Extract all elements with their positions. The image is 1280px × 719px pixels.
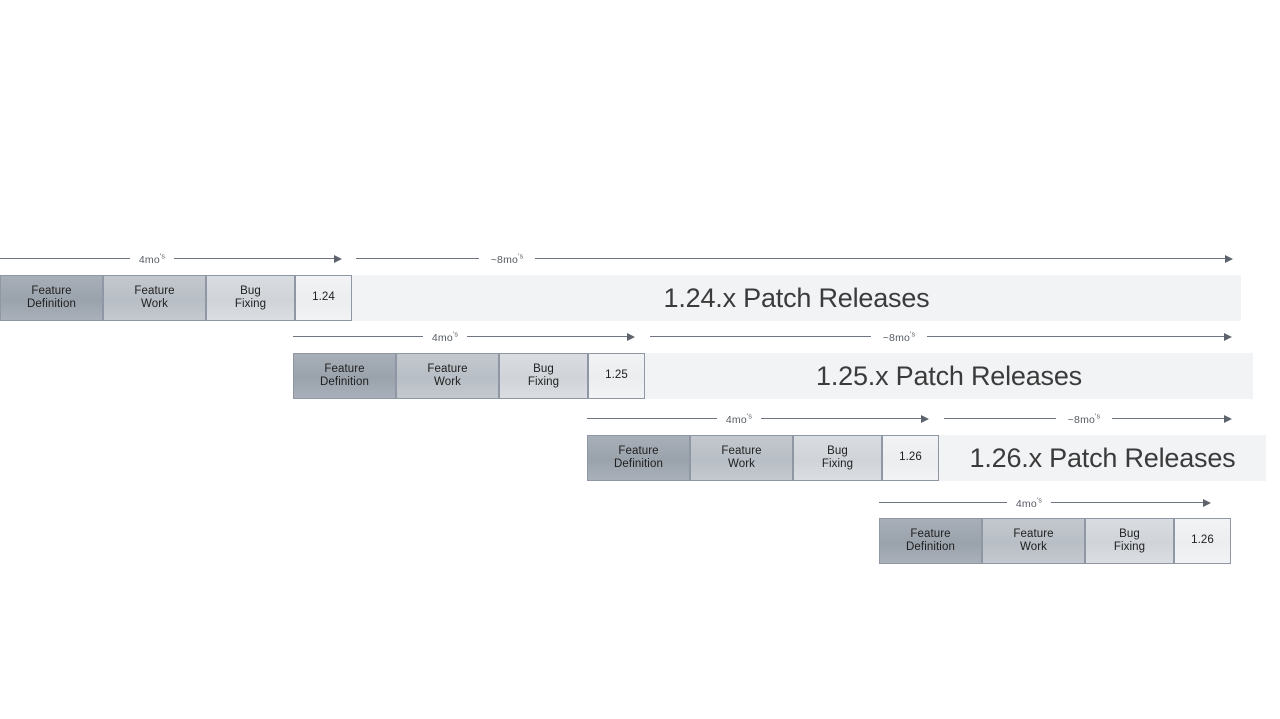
patch-duration-label: ~8mo's <box>882 331 916 345</box>
arrow-head-icon <box>1203 498 1211 507</box>
patch-duration-measure: ~8mo's <box>944 409 1232 429</box>
feature-definition-text: Feature <box>31 284 72 297</box>
version-tag-box[interactable]: 1.26 <box>1174 518 1231 564</box>
feature-work-text: Work <box>727 458 756 470</box>
feature-definition-text: Feature <box>324 362 365 375</box>
arrow-head-icon <box>1224 414 1232 423</box>
dev-duration-label: 4mo's <box>725 413 753 427</box>
version-tag-text: 1.26 <box>1191 534 1214 547</box>
feature-work-text: Feature <box>427 362 468 375</box>
patch-release-label: 1.26.x Patch Releases <box>969 443 1236 473</box>
dev-duration-label: 4mo's <box>431 331 459 345</box>
measure-line-left <box>356 258 479 259</box>
version-tag-box[interactable]: 1.26 <box>882 435 939 481</box>
bug-fixing-text: Bug <box>827 444 848 457</box>
feature-definition-text: Feature <box>910 527 951 540</box>
measure-line-right <box>1112 418 1224 419</box>
feature-definition-text: Definition <box>906 541 955 553</box>
bug-fixing-text: Bug <box>1119 527 1140 540</box>
measure-group: 4mo's ~8mo's <box>0 327 1280 347</box>
feature-work-text: Work <box>140 298 169 310</box>
bug-fixing-text: Fixing <box>821 458 854 470</box>
measure-line-left <box>587 418 717 419</box>
bug-fixing-text: Bug <box>533 362 554 375</box>
version-tag-text: 1.24 <box>312 291 335 304</box>
measure-line-right <box>467 336 627 337</box>
feature-definition-text: Definition <box>614 458 663 470</box>
arrow-head-icon <box>921 414 929 423</box>
measure-line-right <box>1051 502 1203 503</box>
measure-line-right <box>761 418 921 419</box>
feature-definition-text: Definition <box>320 376 369 388</box>
feature-work-text: Work <box>433 376 462 388</box>
patch-duration-label: ~8mo's <box>490 253 524 267</box>
bug-fixing-text: Fixing <box>527 376 560 388</box>
measure-line-left <box>0 258 130 259</box>
bug-fixing-text: Bug <box>240 284 261 297</box>
measure-group: 4mo's ~8mo's <box>0 409 1280 429</box>
arrow-head-icon <box>627 332 635 341</box>
feature-work-text: Work <box>1019 541 1048 553</box>
version-tag-text: 1.26 <box>899 451 922 464</box>
feature-definition-text: Feature <box>618 444 659 457</box>
dev-duration-measure: 4mo's <box>293 327 635 347</box>
patch-duration-measure: ~8mo's <box>356 249 1233 269</box>
dev-duration-label: 4mo's <box>138 253 166 267</box>
dev-duration-label: 4mo's <box>1015 497 1043 511</box>
measure-group: 4mo's ~8mo's <box>0 249 1280 269</box>
version-tag-box[interactable]: 1.25 <box>588 353 645 399</box>
feature-work-text: Feature <box>134 284 175 297</box>
patch-duration-label: ~8mo's <box>1067 413 1101 427</box>
feature-definition-text: Definition <box>27 298 76 310</box>
dev-duration-measure: 4mo's <box>0 249 342 269</box>
arrow-head-icon <box>334 254 342 263</box>
measure-line-right <box>174 258 334 259</box>
measure-line-left <box>650 336 871 337</box>
patch-release-label: 1.24.x Patch Releases <box>663 283 930 313</box>
measure-line-right <box>927 336 1224 337</box>
feature-work-text: Feature <box>1013 527 1054 540</box>
patch-release-label: 1.25.x Patch Releases <box>816 361 1082 391</box>
bug-fixing-text: Fixing <box>234 298 267 310</box>
feature-work-text: Feature <box>721 444 762 457</box>
bug-fixing-text: Fixing <box>1113 541 1146 553</box>
measure-line-right <box>535 258 1225 259</box>
version-tag-text: 1.25 <box>605 369 628 382</box>
dev-duration-measure: 4mo's <box>587 409 929 429</box>
measure-group: 4mo's <box>0 493 1280 513</box>
patch-duration-measure: ~8mo's <box>650 327 1232 347</box>
measure-line-left <box>293 336 423 337</box>
version-tag-box[interactable]: 1.24 <box>295 275 352 321</box>
measure-line-left <box>879 502 1007 503</box>
arrow-head-icon <box>1225 254 1233 263</box>
dev-duration-measure: 4mo's <box>879 493 1211 513</box>
arrow-head-icon <box>1224 332 1232 341</box>
measure-line-left <box>944 418 1056 419</box>
